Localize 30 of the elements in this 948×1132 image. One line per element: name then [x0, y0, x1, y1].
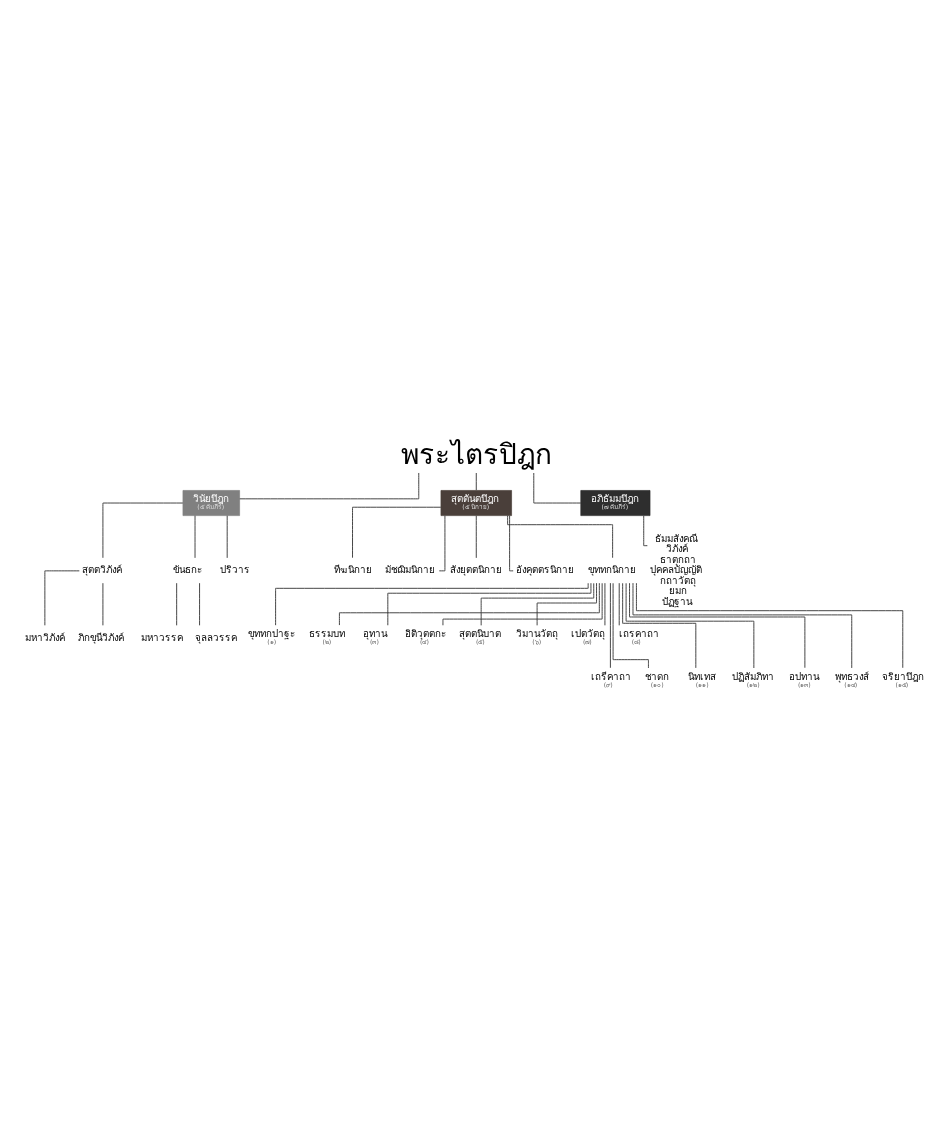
connector: [625, 581, 755, 668]
connector: [632, 581, 853, 668]
connector: [199, 581, 201, 625]
connector: [643, 514, 648, 546]
connector: [102, 501, 184, 558]
connector: [536, 581, 597, 625]
connector: [622, 581, 697, 668]
connector: [533, 471, 582, 503]
connector: [618, 581, 620, 625]
connector: [226, 514, 228, 558]
connector: [387, 581, 592, 625]
connector: [44, 569, 80, 625]
connector: [509, 514, 514, 571]
connector: [612, 581, 649, 668]
node-text: พระไตรปิฎก: [401, 438, 552, 471]
connector: [275, 581, 589, 625]
connector: [475, 514, 477, 558]
connector: [636, 581, 904, 668]
connector: [176, 581, 178, 625]
connector: [239, 471, 420, 499]
connector: [194, 514, 196, 558]
connector: [338, 581, 600, 625]
connector: [609, 581, 611, 668]
connector: [480, 581, 595, 625]
connector: [352, 505, 442, 558]
connector: [438, 514, 446, 571]
connector: [442, 581, 603, 625]
connector: [629, 581, 806, 668]
connector: [507, 514, 614, 558]
connector: [475, 471, 477, 490]
